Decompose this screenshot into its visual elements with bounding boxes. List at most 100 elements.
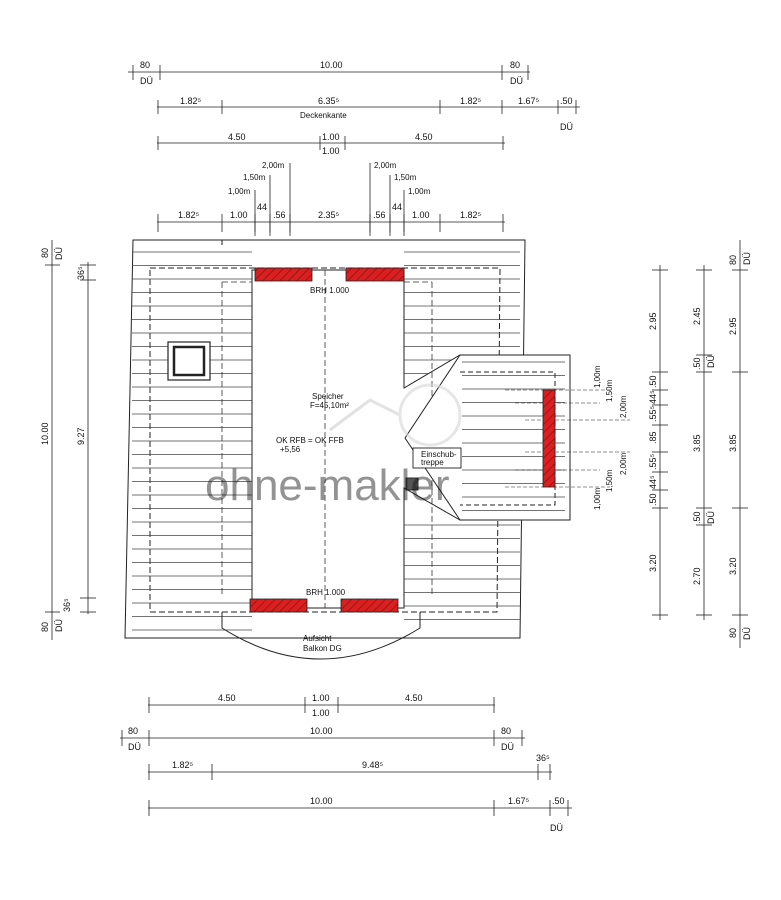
dimension-lines-bottom [120,697,572,816]
dim-top2-c: 1.82⁵ [460,96,482,106]
dim-left-overall: 10.00 [40,422,50,445]
dim-right1-3: .55⁵ [648,405,658,422]
dim-right1-8: 3.20 [648,554,658,572]
dim-right2-3: 3.85 [692,434,702,452]
dim-top4-2: 44 [257,202,267,212]
dim-right1-0: 2.95 [648,312,658,330]
dim-bottom3-b: 9.48⁵ [362,760,384,770]
dim-left-du-bottom-label: DÜ [54,619,64,632]
dim-top1-left: 80 [140,60,150,70]
dim-right2-4: .50 [692,511,702,524]
dim-bottom2-right: 80 [501,726,511,736]
label-level: +5,56 [280,445,301,454]
watermark: ohne-makler [205,383,462,510]
dim-top4-1: 1.00 [230,210,248,220]
label-brh-bottom: BRH 1.000 [306,588,346,597]
dormer-height-1: 1,50m [605,379,614,402]
height-right-2: 1,50m [394,173,417,182]
window-dormer-hatched [542,389,556,488]
dim-top2-e: .50 [560,96,573,106]
dim-left-du-bottom: 80 [40,622,50,632]
dim-top3-b: 1.00 [322,132,340,142]
dim-left-du-top-label: DÜ [54,247,64,260]
window-bottom-right-hatched [340,598,399,613]
dim-bottom4-a: 10.00 [310,796,333,806]
dim-top4-8: 1.82⁵ [460,210,482,220]
dim-right3-1: DÜ [742,252,752,265]
dim-right1-2: 44⁵ [648,390,658,404]
dim-right2-6: 2.70 [692,567,702,585]
dim-right3-4: 3.20 [728,557,738,575]
skylight-icon [167,341,211,381]
dormer-height-3: 2,00m [619,452,628,475]
dim-right2-1: .50 [692,357,702,370]
dormer-height-2: 2,00m [619,395,628,418]
dim-left-b: 36⁵ [62,598,72,612]
window-bottom-left-hatched [249,598,308,613]
dim-top2-b: 6.35⁵ [318,96,340,106]
roof-tiles-left [132,251,252,631]
dim-top2-e-du: DÜ [560,122,573,132]
window-top-right-hatched [345,267,405,282]
watermark-text: ohne-makler [205,461,450,510]
dim-bottom4-c: .50 [552,796,565,806]
attic-stair [405,447,462,491]
dim-right3-5: 80 [728,628,738,638]
height-left-3: 1,00m [228,187,251,196]
dim-right1-5: .55⁵ [648,453,658,470]
dim-right2-5: DÜ [706,511,716,524]
dim-top4-0: 1.82⁵ [178,210,200,220]
dim-top3-c: 4.50 [415,132,433,142]
dim-bottom1-c: 4.50 [405,693,423,703]
dim-top1-right-du: DÜ [510,76,523,86]
dormer-height-4: 1,50m [605,469,614,492]
dim-bottom1-b2: 1.00 [312,708,330,718]
dim-left-du-top: 80 [40,248,50,258]
dimension-lines-left [45,240,96,640]
label-einschub: Einschub- [421,450,457,459]
dimension-lines-right [652,240,748,648]
dormer-height-0: 1,00m [593,365,602,388]
roof-outline [124,239,526,639]
dormer-height-5: 1,00m [593,487,602,510]
roof-tiles-right [404,251,520,620]
label-room-name: Speicher [312,392,344,401]
balcony-outline [221,612,421,660]
dim-left-inner: 9.27 [76,427,86,445]
dim-right3-0: 80 [728,255,738,265]
dim-left-a: 36⁵ [76,266,86,280]
dim-bottom2-mid: 10.00 [310,726,333,736]
dim-top4-4: 2.35⁵ [318,210,340,220]
dim-bottom4-b: 1.67⁵ [508,796,530,806]
dim-top3-b2: 1.00 [322,146,340,156]
dim-right2-0: 2.45 [692,307,702,325]
dim-bottom3-c: 36⁵ [536,753,550,763]
dim-right3-2: 2.95 [728,317,738,335]
dim-top4-5: .56 [373,210,386,220]
dim-right3-3: 3.85 [728,434,738,452]
dim-top2-a: 1.82⁵ [180,96,202,106]
dim-right2-2: DÜ [706,355,716,368]
label-brh-top: BRH 1.000 [310,286,350,295]
dim-top4-7: 1.00 [412,210,430,220]
height-left-1: 2,00m [262,161,285,170]
dim-top1-left-du: DÜ [140,76,153,86]
dim-bottom2-left-du: DÜ [128,742,141,752]
dim-right1-6: 44⁵ [648,475,658,489]
dim-top4-3: .56 [273,210,286,220]
label-ok-rfb: OK RFB = OK FFB [276,436,344,445]
label-balkon: Balkon DG [303,644,342,653]
dim-top2-d: 1.67⁵ [518,96,540,106]
dim-bottom4-c-du: DÜ [550,823,563,833]
dim-bottom2-left: 80 [128,726,138,736]
label-deckenkante: Deckenkante [300,111,347,120]
label-room-area: F=45,10m² [310,401,349,410]
height-left-2: 1,50m [243,173,266,182]
dormer-dim-ticks [505,389,630,488]
dim-right1-7: .50 [648,493,658,506]
dim-right1-1: .50 [648,375,658,388]
dim-bottom2-right-du: DÜ [501,742,514,752]
dim-top4-6: 44 [392,202,402,212]
dim-right3-6: DÜ [742,627,752,640]
